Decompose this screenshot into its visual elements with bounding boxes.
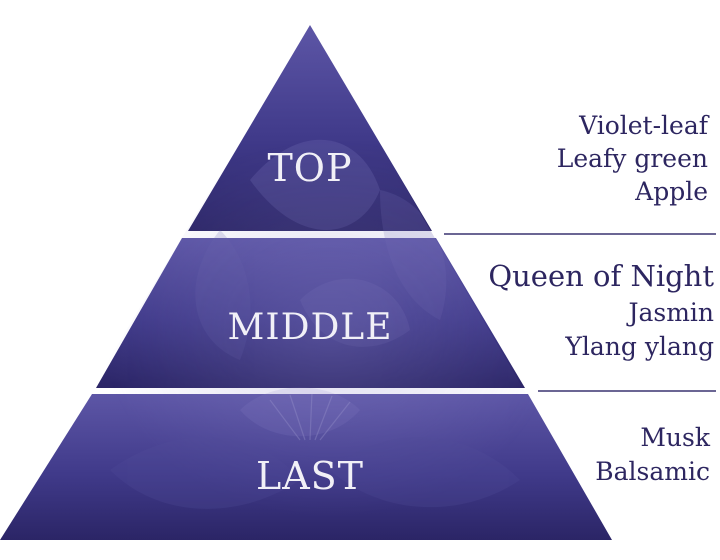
top-note-2: Leafy green xyxy=(557,144,708,173)
middle-note-1: Queen of Night xyxy=(488,259,714,293)
tier-middle-label: MIDDLE xyxy=(228,307,393,348)
middle-note-2: Jasmin xyxy=(625,298,714,327)
middle-note-3: Ylang ylang xyxy=(564,332,714,361)
tier-top-label: TOP xyxy=(267,146,352,190)
last-note-2: Balsamic xyxy=(595,457,710,486)
top-note-1: Violet-leaf xyxy=(578,111,710,140)
tier-last-label: LAST xyxy=(256,454,364,498)
last-note-1: Musk xyxy=(640,423,711,452)
top-note-3: Apple xyxy=(634,177,708,206)
